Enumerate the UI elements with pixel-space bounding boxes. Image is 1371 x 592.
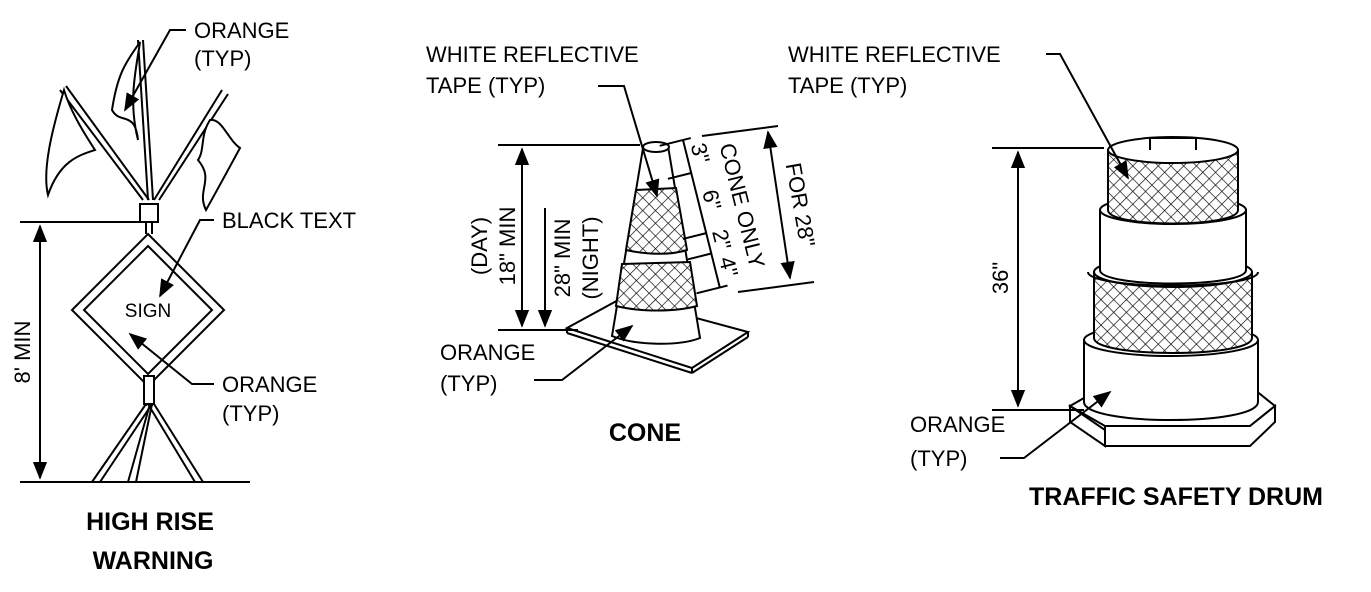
band-6in: 6"	[697, 187, 726, 212]
flag-typ-label: (TYP)	[194, 46, 251, 71]
drum-lower-reflective-band	[1093, 271, 1253, 354]
cone-tape-label-line1: WHITE REFLECTIVE	[426, 42, 639, 67]
drum-tape-label-line2: TAPE (TYP)	[788, 73, 907, 98]
for-28-label: FOR 28"	[781, 161, 820, 249]
cone-upper-reflective-band	[624, 186, 689, 255]
high-rise-title-line2: WARNING	[93, 547, 214, 575]
cone-tape-label-line2: TAPE (TYP)	[426, 73, 545, 98]
drum-typ-label: (TYP)	[910, 446, 967, 471]
band-4in: 4"	[714, 254, 743, 279]
black-text-label: BLACK TEXT	[222, 208, 356, 233]
night-dim-line1: 28" MIN	[550, 219, 575, 298]
drum-height-dim: 36"	[988, 262, 1013, 294]
orange-flag-center	[110, 41, 141, 141]
drum-lid	[1107, 136, 1239, 164]
warning-sign-inner	[82, 244, 214, 376]
sign-text: SIGN	[125, 301, 171, 322]
sign-typ-label: (TYP)	[222, 401, 279, 426]
sign-orange-label: ORANGE	[222, 372, 317, 397]
drum-middle-section	[1099, 209, 1247, 285]
band-2in: 2"	[707, 227, 736, 252]
cone-device: (DAY) 18" MIN 28" MIN (NIGHT) 3" 6" 2" 4…	[426, 42, 820, 447]
cone-title: CONE	[609, 419, 681, 447]
day-dim-line1: (DAY)	[467, 217, 492, 275]
orange-flag-left	[45, 86, 97, 199]
band-3in: 3"	[686, 140, 715, 165]
traffic-safety-drum-device: 36" WHITE REFLECTIVE TAPE (TYP) ORANGE (…	[788, 42, 1323, 511]
drum-upper-reflective-band	[1107, 149, 1239, 225]
cone-lower-reflective-band	[614, 260, 699, 312]
drum-orange-label: ORANGE	[910, 412, 1005, 437]
drum-title: TRAFFIC SAFETY DRUM	[1029, 483, 1323, 511]
day-dim-line2: 18" MIN	[495, 207, 520, 286]
height-dimension: 8' MIN	[10, 321, 35, 384]
cone-typ-label: (TYP)	[440, 371, 497, 396]
cone-orange-label: ORANGE	[440, 340, 535, 365]
high-rise-warning-device: SIGN 8' MIN ORANGE (TYP) BLACK TEXT ORAN…	[10, 18, 356, 575]
flag-orange-label: ORANGE	[194, 18, 289, 43]
orange-flag-right	[196, 118, 242, 213]
night-dim-line2: (NIGHT)	[578, 216, 603, 299]
high-rise-title-line1: HIGH RISE	[86, 508, 214, 536]
drum-tape-label-line1: WHITE REFLECTIVE	[788, 42, 1001, 67]
